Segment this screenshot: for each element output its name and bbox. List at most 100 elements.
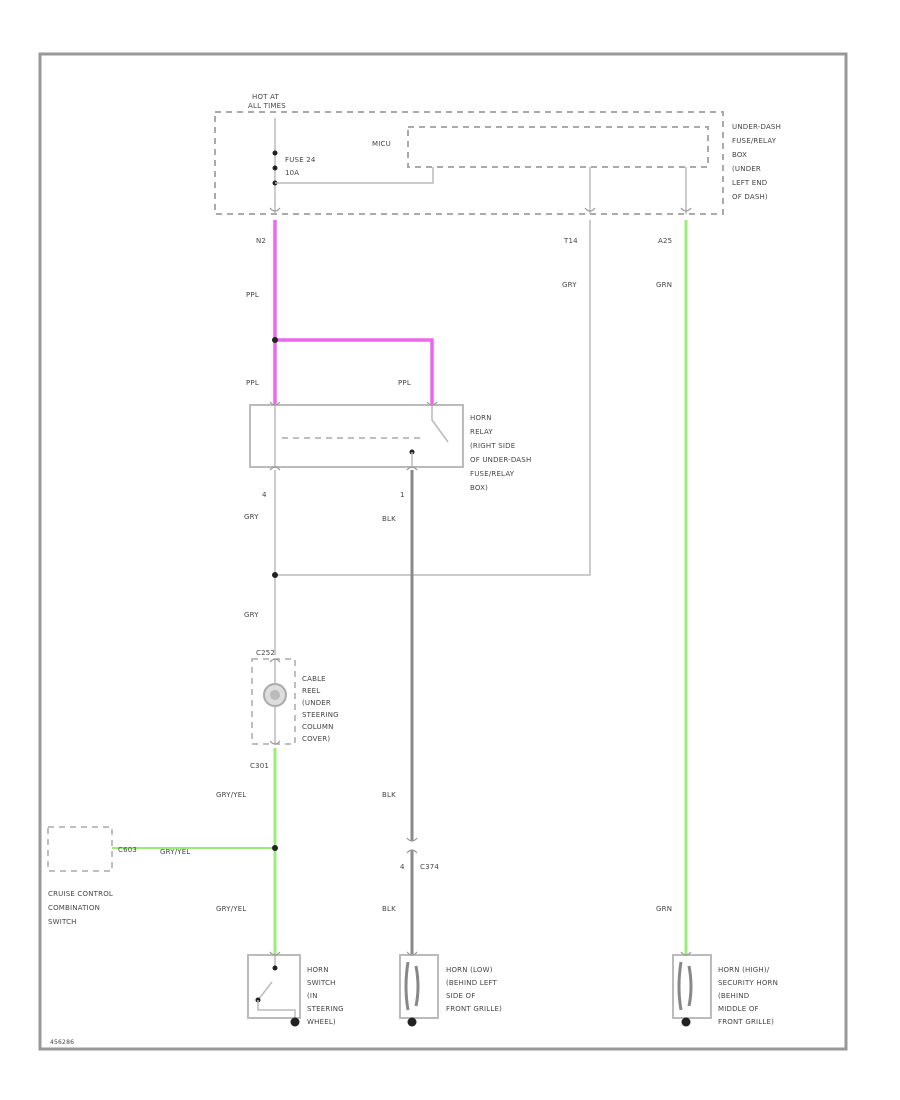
ground-icon [407, 1017, 417, 1027]
ppl-wire-group: PPL PPL PPL [246, 220, 434, 405]
fuse-box-desc-line: BOX [732, 151, 747, 159]
horn-switch: HORN SWITCH (IN STEERING WHEEL) [247, 951, 344, 1027]
horn-switch-desc-line: STEERING [307, 1005, 344, 1013]
all-times-label: ALL TIMES [248, 102, 286, 110]
under-dash-fuse-relay-box: HOT AT ALL TIMES MICU FUSE 24 10A UNDER-… [214, 93, 781, 245]
micu-outline [407, 126, 709, 168]
horn-low-desc-line: (BEHIND LEFT [446, 979, 498, 987]
pin-label-a25: A25 [658, 237, 672, 245]
connector-symbol [269, 207, 281, 212]
cable-reel-desc-line: (UNDER [302, 699, 331, 707]
relay-body [249, 404, 464, 468]
gry-yel-wire-group: GRY/YEL GRY/YEL GRY/YEL [112, 748, 278, 955]
wire-color-gry: GRY [244, 611, 259, 619]
cable-reel-desc-line: STEERING [302, 711, 339, 719]
cruise-desc-line: CRUISE CONTROL [48, 890, 113, 898]
relay-pin-4: 4 [262, 491, 267, 499]
horn-high-desc-line: SECURITY HORN [718, 979, 778, 987]
cruise-desc-line: SWITCH [48, 918, 77, 926]
horn-low-desc-line: HORN (LOW) [446, 966, 493, 974]
junction-dot [272, 572, 278, 578]
c374-label: C374 [420, 863, 439, 871]
ground-icon [681, 1017, 691, 1027]
grn-wire-group: GRN GRN [656, 220, 688, 955]
relay-desc-line: BOX) [470, 484, 488, 492]
horn-switch-desc-line: WHEEL) [307, 1018, 336, 1026]
hot-at-label: HOT AT [252, 93, 280, 101]
connector-symbol [406, 849, 418, 854]
horn-high-desc-line: (BEHIND [718, 992, 749, 1000]
wire-color-grn: GRN [656, 281, 672, 289]
cable-reel-desc-line: CABLE [302, 675, 326, 683]
connector-symbol [269, 466, 281, 471]
wire-color-gry-yel: GRY/YEL [216, 905, 246, 913]
micu-label: MICU [372, 140, 391, 148]
horn-relay: HORN RELAY (RIGHT SIDE OF UNDER-DASH FUS… [249, 401, 531, 499]
wire-color-ppl: PPL [398, 379, 411, 387]
horn-low-desc-line: FRONT GRILLE) [446, 1005, 502, 1013]
fuse-box-outline [214, 111, 724, 215]
horn-icon [404, 961, 420, 1011]
fuse-box-desc-line: UNDER-DASH [732, 123, 781, 131]
gry-wire-from-micu [275, 220, 591, 576]
wire-color-ppl: PPL [246, 379, 259, 387]
fuse-link [275, 167, 434, 184]
horn-low-desc-line: SIDE OF [446, 992, 475, 1000]
horn-switch-desc-line: (IN [307, 992, 318, 1000]
junction-dot [272, 845, 278, 851]
cable-reel-pin-top: C252 [256, 649, 275, 657]
horn-high-desc-line: HORN (HIGH)/ [718, 966, 770, 974]
c374-pin: 4 [400, 863, 405, 871]
horn-switch-desc-line: SWITCH [307, 979, 336, 987]
connector-symbol [426, 401, 438, 406]
horn-switch-desc-line: HORN [307, 966, 329, 974]
connector-symbol [406, 951, 418, 956]
horn-switch-ground-wire [257, 1000, 296, 1020]
junction-dot [272, 165, 278, 171]
cruise-desc-line: COMBINATION [48, 904, 100, 912]
pin-label-n2: N2 [256, 237, 266, 245]
cruise-control-switch: C603 CRUISE CONTROL COMBINATION SWITCH [47, 826, 137, 926]
fuse-box-desc-line: OF DASH) [732, 193, 768, 201]
junction-dot [272, 150, 278, 156]
wire-color-blk: BLK [382, 791, 396, 799]
fuse-box-desc-line: LEFT END [732, 179, 767, 187]
diagram-frame [38, 52, 848, 1051]
fuse-24-label: FUSE 24 [285, 156, 316, 164]
ppl-wire-branch [275, 338, 434, 405]
horn-high-security-horn: HORN (HIGH)/ SECURITY HORN (BEHIND MIDDL… [672, 951, 778, 1027]
horn-switch-body [247, 954, 301, 1019]
connector-symbol [680, 207, 692, 212]
cruise-switch-outline [47, 826, 113, 872]
gry-wire-group: GRY GRY GRY [244, 220, 591, 655]
cable-reel-outline [251, 658, 296, 745]
relay-desc-line: FUSE/RELAY [470, 470, 515, 478]
connector-symbol [269, 401, 281, 406]
cable-reel: C252 C301 CABLE REEL (UNDER STEERING COL… [250, 649, 339, 770]
connector-symbol [269, 740, 281, 745]
horn-icon [677, 961, 693, 1011]
junction-dot [272, 337, 278, 343]
cable-reel-pin-bottom: C301 [250, 762, 269, 770]
diagram-id: 456286 [50, 1039, 74, 1046]
connector-symbol [406, 466, 418, 471]
cable-reel-desc-line: COVER) [302, 735, 330, 743]
relay-pin-1: 1 [400, 491, 405, 499]
cable-reel-center [270, 690, 280, 700]
blk-wire-group: BLK BLK 4 C374 BLK [382, 470, 439, 960]
connector-symbol [269, 658, 281, 663]
fuse-box-desc-line: FUSE/RELAY [732, 137, 777, 145]
wire-color-grn: GRN [656, 905, 672, 913]
horn-high-desc-line: MIDDLE OF [718, 1005, 759, 1013]
junction-dot [272, 965, 278, 971]
wire-color-ppl: PPL [246, 291, 259, 299]
wire-color-blk: BLK [382, 905, 396, 913]
horn-high-desc-line: FRONT GRILLE) [718, 1018, 774, 1026]
ground-icon [290, 1017, 300, 1027]
horn-low: HORN (LOW) (BEHIND LEFT SIDE OF FRONT GR… [399, 951, 502, 1027]
wire-color-gry: GRY [244, 513, 259, 521]
connector-symbol [680, 951, 692, 956]
relay-desc-line: HORN [470, 414, 492, 422]
connector-symbol [269, 951, 281, 956]
